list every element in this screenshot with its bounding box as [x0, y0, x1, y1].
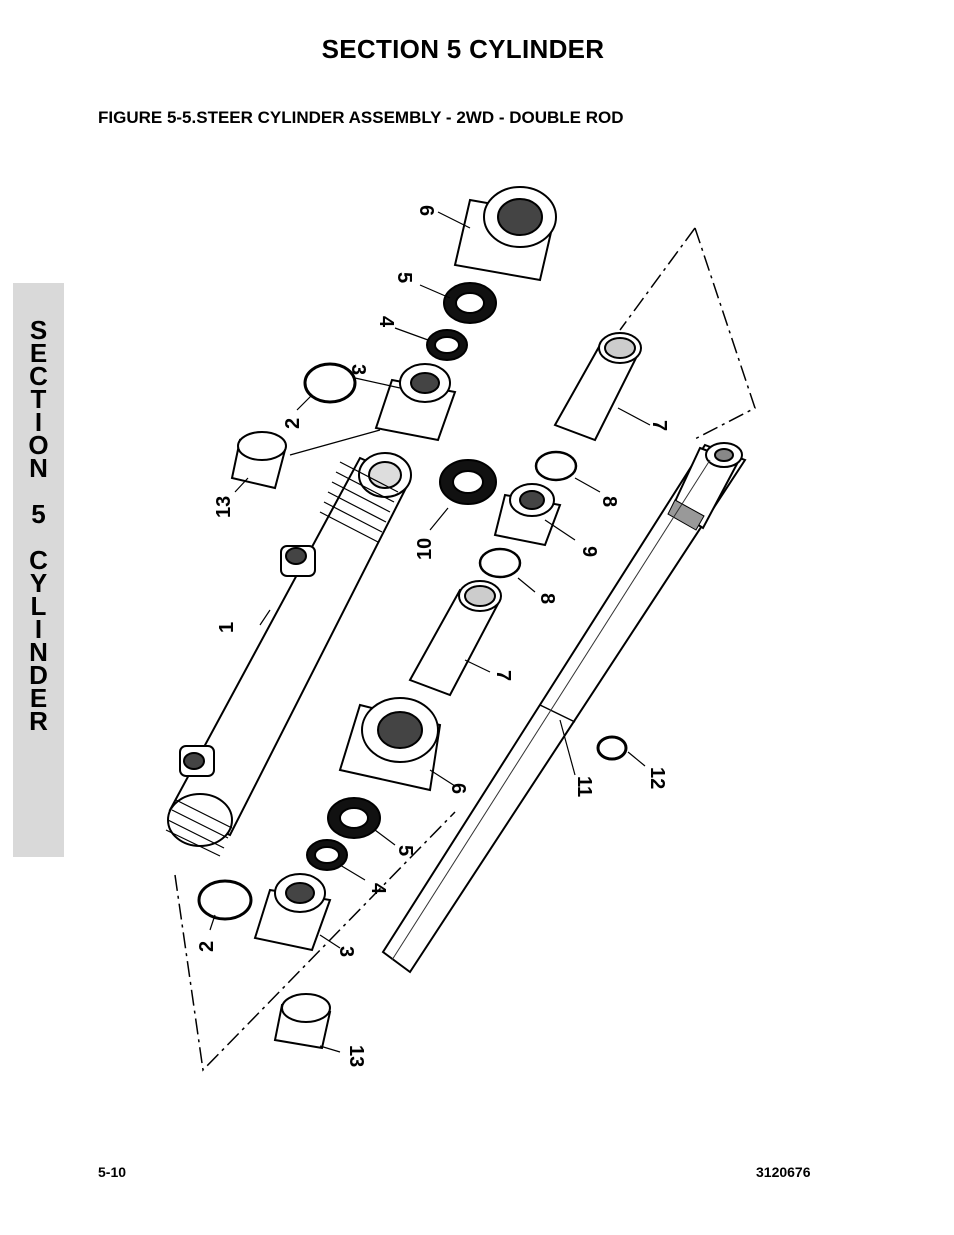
callout-10: 10	[414, 538, 436, 560]
head-upper	[453, 186, 557, 282]
callout-5-upper: 5	[393, 272, 415, 283]
callout-5-lower: 5	[394, 845, 416, 856]
leader-lines	[209, 211, 651, 1053]
section-side-tab: S E C T I O N 5 C Y L I N D E R	[13, 283, 64, 857]
seals	[306, 282, 497, 871]
callout-11: 11	[573, 776, 595, 797]
retaining-rings	[478, 450, 578, 579]
callouts: 1 2 2 3 3 4 4 5 5 6 6 7 7 8 8 9 10 11 12…	[196, 205, 670, 1067]
o-rings	[197, 362, 628, 921]
callout-4-lower: 4	[367, 883, 389, 895]
callout-3-lower: 3	[335, 946, 357, 957]
document-number: 3120676	[756, 1164, 811, 1180]
callout-6-upper: 6	[415, 205, 437, 216]
callout-12: 12	[646, 767, 668, 789]
callout-9: 9	[578, 546, 600, 557]
side-tab-label: S E C T I O N 5 C Y L I N D E R	[28, 315, 49, 736]
callout-13-upper: 13	[213, 496, 235, 518]
callout-3-upper: 3	[347, 364, 369, 375]
callout-7-lower: 7	[492, 670, 514, 681]
figure-title: FIGURE 5-5.STEER CYLINDER ASSEMBLY - 2WD…	[98, 108, 624, 127]
callout-6-lower: 6	[447, 783, 469, 794]
callout-2-lower: 2	[196, 941, 218, 952]
bushings	[230, 431, 332, 1050]
callout-2-upper: 2	[282, 418, 304, 429]
assembly-outline	[174, 227, 756, 1072]
callout-8-upper: 8	[598, 496, 620, 507]
callout-8-lower: 8	[536, 593, 558, 604]
page-number: 5-10	[98, 1164, 127, 1180]
piston-rod	[381, 442, 747, 974]
callout-13-lower: 13	[345, 1045, 367, 1067]
callout-4-upper: 4	[375, 316, 397, 328]
callout-1: 1	[216, 622, 238, 633]
section-title: SECTION 5 CYLINDER	[321, 34, 605, 64]
head-lower	[338, 697, 442, 792]
cylinder-barrel	[165, 452, 412, 857]
rod-guides	[253, 363, 562, 952]
spacer-tubes	[408, 332, 642, 697]
callout-7-upper: 7	[648, 420, 670, 431]
